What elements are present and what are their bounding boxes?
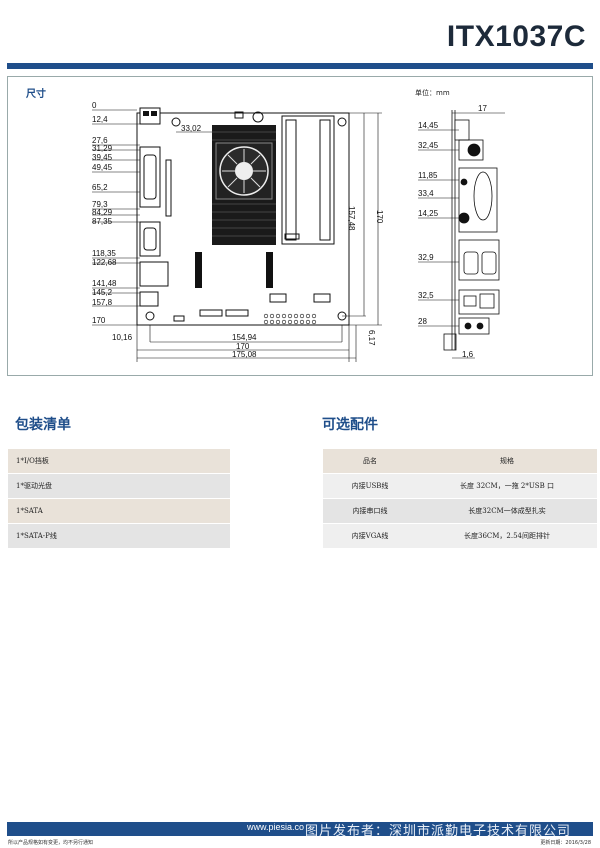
dim-left-12: 141,48 [92, 279, 117, 288]
footer-date: 更新日期：2016/3/28 [540, 840, 591, 846]
dim-left-14: 157,8 [92, 298, 113, 307]
table-row: 1*I/O挡板 [8, 449, 230, 474]
pin-header-vertical [165, 159, 172, 217]
dimension-label: 尺寸 [26, 89, 46, 100]
dim-bottom-2: 170 [236, 342, 250, 351]
ide-header-2 [266, 252, 273, 288]
table-row: 内接串口线 长度32CM一体成型扎实 [323, 498, 597, 524]
dim-left-0: 0 [92, 101, 97, 110]
dim-left-10: 118,35 [92, 249, 116, 258]
dim-left-7: 79,3 [92, 200, 108, 209]
option-spec: 长度36CM，2.54间距排针 [417, 523, 597, 549]
column-header: 规格 [417, 449, 597, 474]
dim-side-3: 33,4 [418, 189, 434, 198]
dim-side-4: 14,25 [418, 209, 439, 218]
dim-left-8: 84,29 [92, 208, 113, 217]
memory-slot [281, 115, 335, 245]
column-header: 品名 [323, 449, 417, 474]
options-title: 可选配件 [322, 417, 378, 433]
watermark-url: www.piesia.co [247, 822, 305, 832]
dim-right-2: 6,17 [367, 330, 376, 346]
dimension-panel [7, 76, 593, 376]
option-name: 内接串口线 [323, 498, 417, 524]
footer-bar [7, 822, 593, 836]
usb-connector [139, 291, 159, 307]
option-name: 内接VGA线 [323, 523, 417, 549]
packing-item: 1*I/O挡板 [8, 449, 230, 474]
sata-2 [313, 293, 331, 303]
footer-disclaimer: 所以产品规格如有变更，均不另行通知 [8, 840, 94, 846]
dim-left-13: 145,2 [92, 288, 113, 297]
vga-connector [139, 221, 161, 257]
dim-left-1: 12,4 [92, 115, 108, 124]
dim-bottom-3: 175,08 [232, 350, 257, 359]
bottom-header-1 [199, 309, 223, 317]
dim-side-7: 28 [418, 317, 427, 326]
dim-side-bottom: 1,6 [462, 350, 474, 359]
dim-inner: 33,02 [181, 124, 202, 133]
dim-side-1: 32,45 [418, 141, 439, 150]
table-row: 1*驱动光盘 [8, 473, 230, 499]
dim-right-1: 170 [375, 210, 384, 224]
dim-side-top: 17 [478, 104, 487, 113]
dim-left-6: 65,2 [92, 183, 108, 192]
dim-left-2: 27,6 [92, 136, 108, 145]
table-row: 内接VGA线 长度36CM，2.54间距排针 [323, 523, 597, 549]
packing-item: 1*驱动光盘 [8, 473, 230, 499]
dim-side-0: 14,45 [418, 121, 439, 130]
packing-item: 1*SATA-P线 [8, 523, 230, 549]
dim-side-5: 32,9 [418, 253, 434, 262]
dim-bottom-1: 154,94 [232, 333, 257, 342]
ide-header-1 [195, 252, 202, 288]
options-table: 品名 规格 内接USB线 长度 32CM，一拖 2*USB 口 内接串口线 长度… [323, 449, 597, 549]
unit-label: 单位：mm [415, 89, 450, 97]
dim-left-4: 39,45 [92, 153, 113, 162]
option-spec: 长度32CM一体成型扎实 [417, 498, 597, 524]
dim-side-2: 11,85 [418, 171, 438, 180]
dim-bottom-0: 10,16 [112, 333, 133, 342]
dim-right-0: 157,48 [347, 206, 356, 231]
table-row: 1*SATA-P线 [8, 523, 230, 549]
table-header-row: 品名 规格 [323, 449, 597, 474]
table-row: 1*SATA [8, 498, 230, 524]
dim-left-9: 87,35 [92, 217, 113, 226]
bottom-header-2 [225, 309, 249, 317]
dim-side-6: 32,5 [418, 291, 434, 300]
page-title: ITX1037C [446, 20, 586, 53]
lan-connector [139, 261, 169, 287]
packing-item: 1*SATA [8, 498, 230, 524]
option-spec: 长度 32CM，一拖 2*USB 口 [417, 473, 597, 499]
battery [252, 111, 264, 123]
dim-left-11: 122,68 [92, 258, 117, 267]
packing-table: 1*I/O挡板 1*驱动光盘 1*SATA 1*SATA-P线 [8, 449, 230, 549]
watermark-publisher: 图片发布者：深圳市派勤电子技术有限公司 [305, 824, 572, 839]
mounting-hole [171, 117, 181, 127]
header-bar [7, 63, 593, 69]
table-row: 内接USB线 长度 32CM，一拖 2*USB 口 [323, 473, 597, 499]
dim-left-15: 170 [92, 316, 106, 325]
sata-1 [269, 293, 287, 303]
com-connector [139, 146, 161, 208]
fan-hub [235, 162, 253, 180]
option-name: 内接USB线 [323, 473, 417, 499]
dim-left-5: 49,45 [92, 163, 113, 172]
dim-left-3: 31,29 [92, 144, 113, 153]
packing-title: 包装清单 [15, 417, 71, 433]
